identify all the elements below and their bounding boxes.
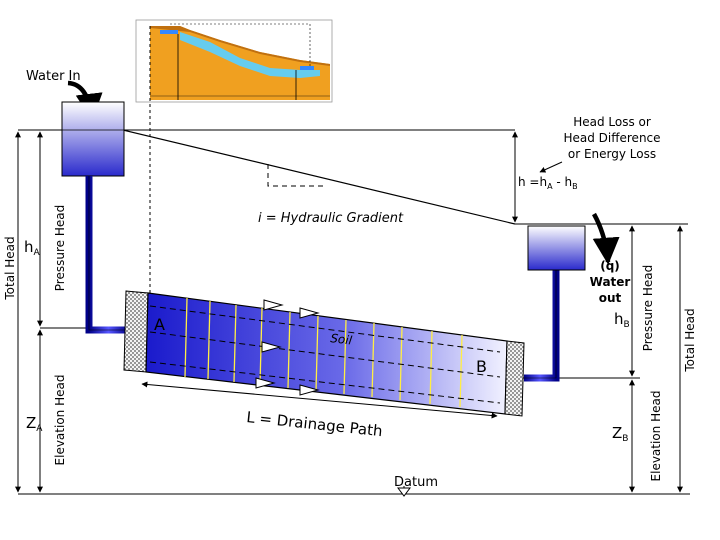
- svg-text:or Energy Loss: or Energy Loss: [568, 147, 656, 161]
- pressure-head-right-label: Pressure Head: [641, 265, 655, 351]
- h-b-label: hB: [614, 310, 630, 330]
- z-a-label: ZA: [26, 414, 43, 434]
- inlet-tank: [61, 101, 125, 177]
- head-loss-leader-arrow: [539, 161, 563, 173]
- elevation-head-left-label: Elevation Head: [53, 375, 67, 466]
- outlet-tank: [527, 225, 586, 271]
- h-a-label: hA: [24, 238, 41, 258]
- water-out-arrow: [592, 212, 620, 265]
- soil-sample: [123, 290, 525, 417]
- soil-body: [145, 292, 508, 415]
- head-loss-label: Head Loss or Head Difference or Energy L…: [563, 115, 660, 161]
- slope-inset-figure: [135, 19, 333, 103]
- drainage-path-arrow: [141, 381, 498, 419]
- hydraulic-gradient-line: [122, 129, 516, 225]
- svg-text:Head Loss or: Head Loss or: [573, 115, 651, 129]
- right-screen: [504, 340, 525, 417]
- svg-text:Head Difference: Head Difference: [563, 131, 660, 145]
- gradient-slope-triangle: [267, 164, 325, 187]
- inlet-pipe: [85, 176, 128, 334]
- total-head-right-label: Total Head: [683, 308, 697, 372]
- datum-label: Datum: [394, 475, 438, 490]
- svg-text:out: out: [599, 291, 622, 305]
- water-out-label: (q) Water out: [590, 259, 631, 305]
- soil-label: Soil: [330, 331, 354, 348]
- z-b-label: ZB: [612, 424, 628, 444]
- pressure-head-left-label: Pressure Head: [53, 205, 67, 291]
- drainage-path-label: L = Drainage Path: [246, 408, 384, 440]
- hydraulic-gradient-label: i = Hydraulic Gradient: [258, 211, 404, 226]
- svg-text:(q): (q): [600, 259, 620, 273]
- left-screen: [123, 290, 149, 373]
- dimension-arrows: [15, 131, 683, 493]
- elevation-head-right-label: Elevation Head: [649, 391, 663, 482]
- point-b-label: B: [476, 357, 487, 376]
- total-head-left-label: Total Head: [3, 236, 17, 300]
- water-in-label: Water In: [26, 69, 81, 84]
- outlet-pipe: [524, 270, 560, 382]
- head-difference-formula: h =hA - hB: [518, 175, 578, 191]
- datum-marker: [397, 487, 411, 497]
- point-a-label: A: [154, 315, 165, 334]
- svg-text:Water: Water: [590, 275, 631, 289]
